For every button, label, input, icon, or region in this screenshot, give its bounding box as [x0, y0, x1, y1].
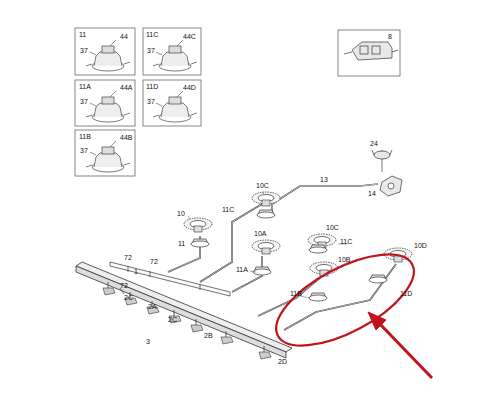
callout-number: 14	[368, 190, 376, 198]
callout-number: 1	[134, 268, 138, 276]
callout-number: 37	[80, 147, 88, 155]
callout-number: 11D	[146, 83, 158, 91]
callout-number: 44A	[120, 84, 132, 92]
callout-number: 24	[370, 140, 378, 148]
callout-number: 10C	[326, 224, 339, 232]
callout-number: 10B	[338, 256, 350, 264]
callout-number: 2C	[124, 294, 133, 302]
callout-number: 11D	[400, 290, 412, 298]
callout-number: 13	[320, 176, 328, 184]
callout-number: 44	[120, 33, 128, 41]
callout-number: 44D	[183, 84, 196, 92]
callout-number: 11C	[340, 238, 352, 246]
callout-number: 37	[147, 47, 155, 55]
callout-number: 3	[146, 338, 150, 346]
callout-number: 11C	[222, 206, 234, 214]
callout-number: 44C	[183, 33, 196, 41]
callout-number: 37	[147, 98, 155, 106]
callout-number: 2B	[204, 332, 213, 340]
callout-number: 11B	[79, 133, 91, 141]
callout-number: 2D	[278, 358, 287, 366]
callout-number: 10	[177, 210, 185, 218]
callout-number: 11A	[236, 266, 248, 274]
callout-number: 11B	[290, 290, 302, 298]
callout-number: 72	[124, 254, 132, 262]
callout-number: 44B	[120, 134, 132, 142]
callout-number: 10C	[256, 182, 269, 190]
callout-number: 11C	[146, 31, 158, 39]
callout-number: 2A	[148, 303, 157, 311]
callout-number: 37	[80, 98, 88, 106]
callout-number: 8	[388, 33, 392, 41]
callout-number: 2C	[168, 316, 177, 324]
callout-number: 10A	[254, 230, 266, 238]
callout-number: 72	[150, 258, 158, 266]
callout-number: 10D	[414, 242, 427, 250]
callout-number: 11	[79, 31, 86, 39]
callout-number: 11	[178, 240, 185, 248]
callout-number: 11A	[79, 83, 91, 91]
callout-number: 72	[120, 282, 128, 290]
callout-number: 37	[80, 47, 88, 55]
